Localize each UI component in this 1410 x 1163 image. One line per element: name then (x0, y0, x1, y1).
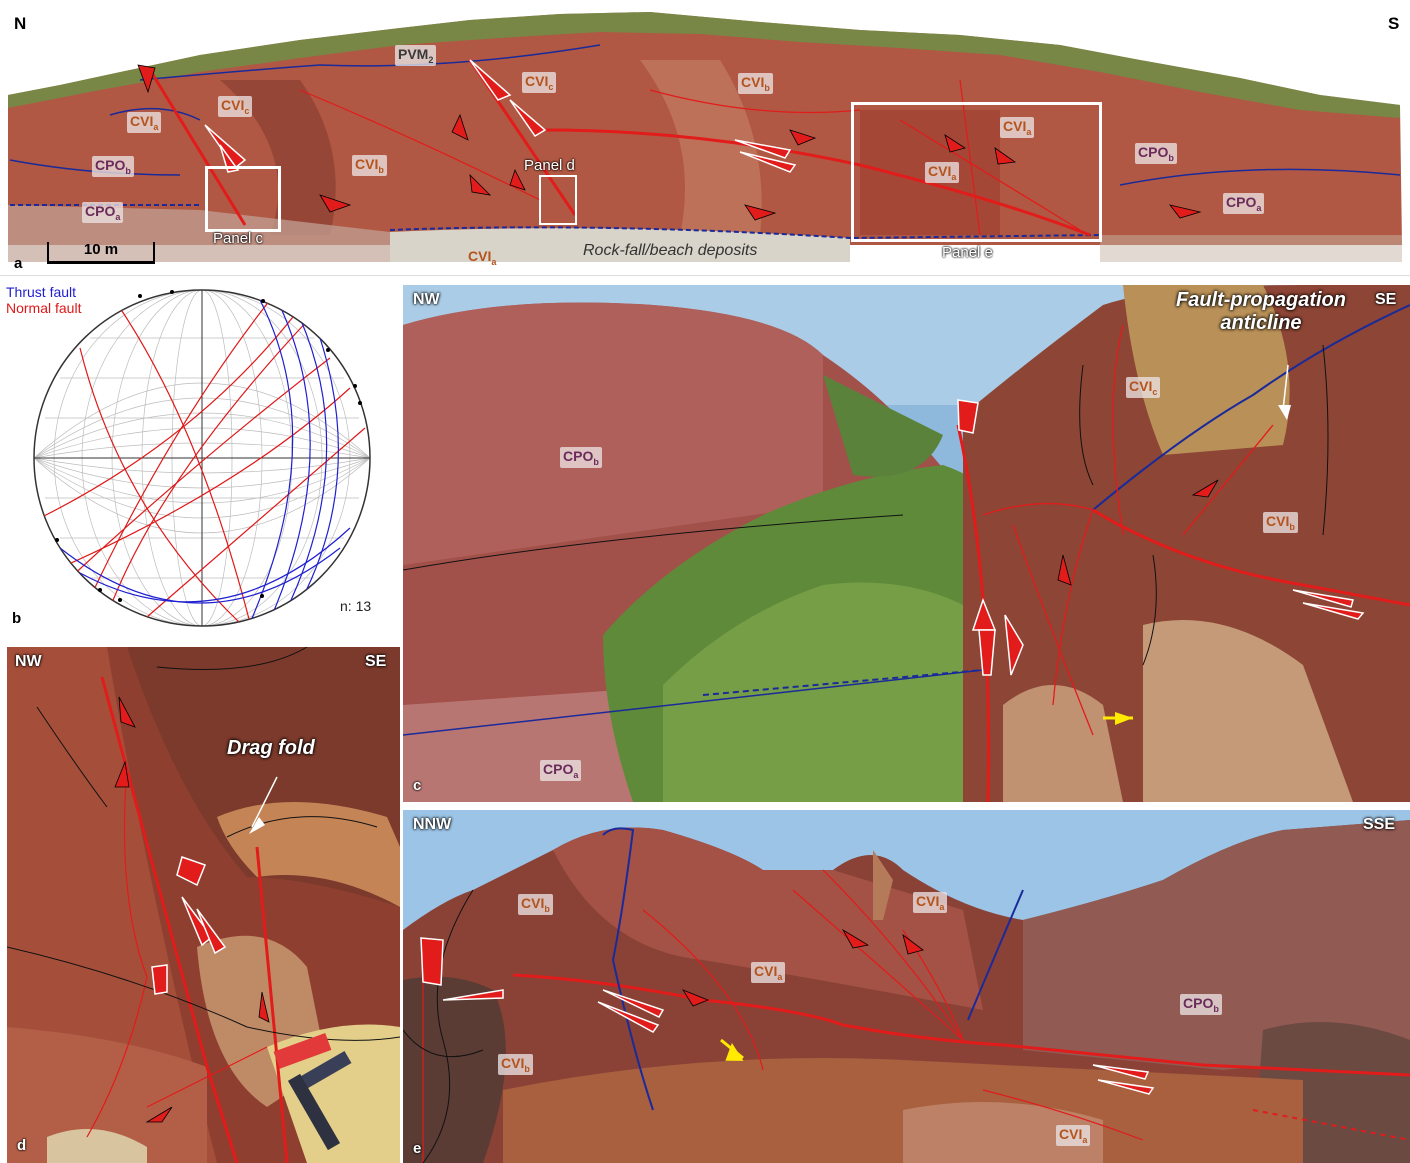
panel-c-location-box (205, 166, 281, 232)
unit-cvia-2: CVIa (751, 962, 786, 983)
direction-se: SE (365, 653, 387, 670)
panel-d-label: Panel d (524, 157, 575, 174)
unit-pvm2: PVM2 (395, 45, 437, 66)
panel-d: NW SE Drag fold d (7, 647, 400, 1163)
sample-count: n: 13 (340, 598, 372, 614)
panel-b: Thrust fault Normal fault n: 13 b (0, 278, 400, 630)
scale-bar: 10 m (47, 242, 155, 264)
direction-sse: SSE (1363, 816, 1396, 833)
direction-nnw: NNW (413, 816, 452, 833)
direction-se: SE (1375, 291, 1397, 308)
direction-north: N (14, 14, 27, 33)
panel-d-letter: d (17, 1137, 27, 1154)
panel-c-label: Panel c (213, 230, 264, 247)
legend-thrust: Thrust fault (6, 284, 77, 300)
unit-cvia-4: CVIa (468, 248, 497, 267)
unit-cpob-2: CPOb (1135, 143, 1177, 164)
legend-normal: Normal fault (6, 300, 82, 316)
unit-cvia-3: CVIa (1056, 1125, 1091, 1146)
unit-cvic-2: CVIc (522, 72, 557, 93)
unit-cvib-1: CVIb (352, 155, 387, 176)
unit-cpob: CPOb (1180, 994, 1222, 1015)
stereonet (33, 289, 371, 627)
unit-cpoa-1: CPOa (82, 202, 124, 223)
deposits-label: Rock-fall/beach deposits (583, 242, 758, 259)
unit-cvic: CVIc (1126, 377, 1161, 398)
scale-bar-label: 10 m (83, 241, 119, 258)
unit-cvic-1: CVIc (218, 96, 253, 117)
panel-e-letter: e (413, 1140, 422, 1157)
panel-e-label: Panel e (942, 244, 993, 261)
panel-d-location-box (539, 175, 577, 225)
unit-cvia-3: CVIa (925, 162, 960, 183)
panel-c: NW SE Fault-propagation anticline CVIc C… (403, 285, 1410, 802)
unit-cvib-2: CVIb (498, 1054, 533, 1075)
unit-cvib-1: CVIb (518, 894, 553, 915)
panel-e-photo (403, 810, 1410, 1163)
panel-b-letter: b (12, 610, 22, 627)
direction-south: S (1388, 14, 1400, 33)
unit-cvia-1: CVIa (913, 892, 948, 913)
panel-c-letter: c (413, 777, 422, 794)
panel-a-photo (8, 12, 1402, 262)
direction-nw: NW (413, 291, 440, 308)
unit-cvib-2: CVIb (738, 73, 773, 94)
panel-e: NNW SSE CVIb CVIa CVIa CVIb CPOb CVIa e (403, 810, 1410, 1163)
panel-c-photo (403, 285, 1410, 802)
unit-cvia-1: CVIa (127, 112, 162, 133)
unit-cvia-2: CVIa (1000, 117, 1035, 138)
fault-propagation-annotation: Fault-propagation anticline (1176, 289, 1346, 334)
drag-fold-annotation: Drag fold (227, 737, 315, 759)
direction-nw: NW (15, 653, 42, 670)
panel-e-location-box (851, 102, 1102, 242)
unit-cpoa: CPOa (540, 760, 582, 781)
unit-cpob-1: CPOb (92, 156, 134, 177)
panel-a: N S PVM2 CVIc CVIc CVIa CVIb CVIb CVIa C… (0, 0, 1410, 275)
panel-a-letter: a (14, 255, 23, 272)
unit-cpob: CPOb (560, 447, 602, 468)
unit-cvib: CVIb (1263, 512, 1298, 533)
panel-d-photo (7, 647, 400, 1163)
divider (0, 275, 1410, 276)
unit-cpoa-2: CPOa (1223, 193, 1265, 214)
